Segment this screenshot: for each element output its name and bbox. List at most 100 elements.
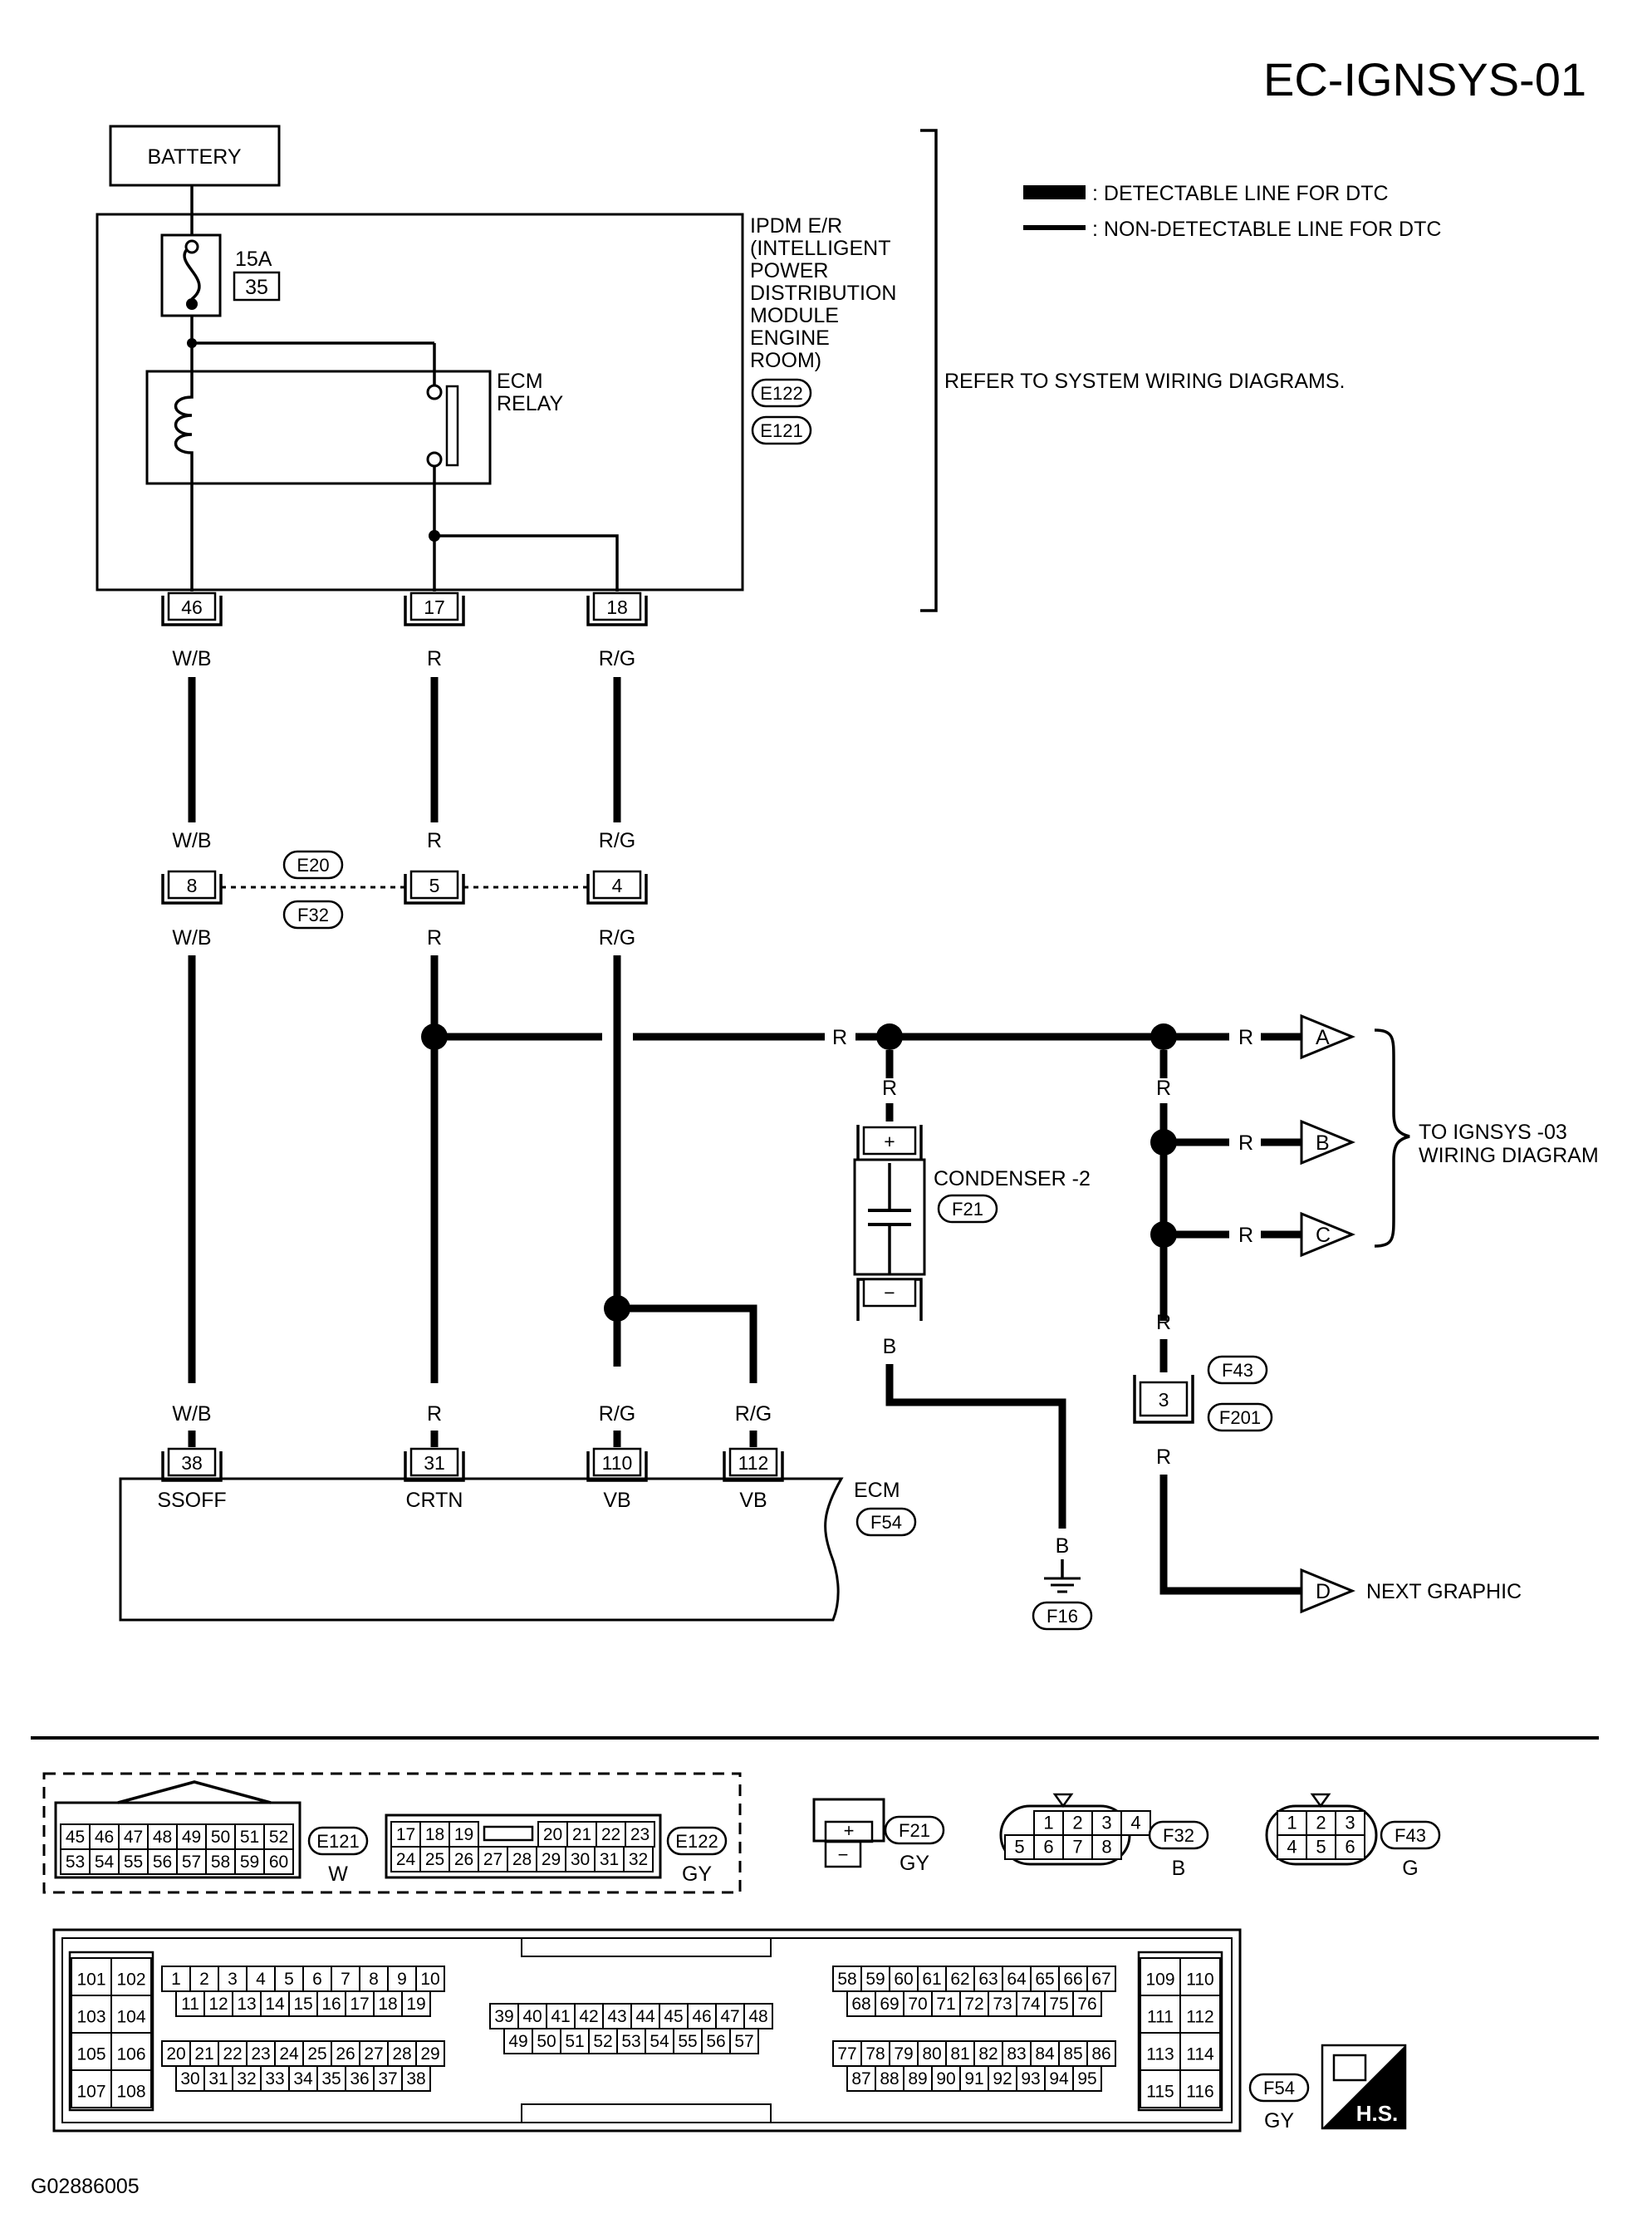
pin-cell	[71, 2069, 112, 2108]
pin-cell	[1179, 2032, 1221, 2071]
pin-number: 116	[1186, 2082, 1213, 2101]
pin-number: 67	[1091, 1970, 1110, 1989]
pin-cell	[594, 1846, 625, 1872]
pin-number: 65	[1035, 1970, 1054, 1989]
pin-number: 70	[908, 1995, 927, 2014]
svg-text:E121: E121	[316, 1831, 359, 1852]
svg-text:−: −	[838, 1844, 849, 1865]
pin-number: 20	[543, 1825, 562, 1844]
ecm-pin-110: 110	[586, 1447, 648, 1482]
pin-number: 95	[1077, 2069, 1096, 2088]
pin-number: 53	[66, 1853, 85, 1872]
pin-number: 5	[1316, 1836, 1326, 1857]
pin-number: 105	[76, 2044, 105, 2064]
pin-number: 5	[284, 1970, 294, 1989]
connector-tag-f201: F201	[1207, 1402, 1273, 1432]
pin-number: 2	[1316, 1812, 1326, 1833]
pin-cell	[832, 2040, 862, 2067]
svg-text:GY: GY	[900, 1852, 929, 1875]
pin-cell	[973, 1966, 1003, 1992]
pin-number: 111	[1147, 2007, 1174, 2026]
wire-color-label: W/B	[172, 829, 211, 852]
pin-number: 48	[153, 1828, 172, 1847]
svg-text:H.S.: H.S.	[1356, 2101, 1399, 2126]
pin-cell	[118, 1848, 149, 1875]
legend-non-detectable: : NON-DETECTABLE LINE FOR DTC	[1092, 218, 1441, 241]
pin-number: 45	[66, 1828, 85, 1847]
ecm-relay: ECM RELAY	[145, 316, 563, 485]
wire-color-label: R	[427, 829, 442, 852]
pin-cell	[390, 1821, 421, 1848]
pin-number: 89	[908, 2069, 927, 2088]
pin-cell	[147, 1823, 178, 1850]
connector-tag-f43-face: F43 G	[1380, 1820, 1441, 1880]
pin-number: 17	[350, 1995, 369, 2014]
pin-number: 63	[978, 1970, 998, 1989]
pin-cell	[1072, 2065, 1102, 2092]
next-graphic-label: NEXT GRAPHIC	[1366, 1580, 1522, 1603]
pin-number: 114	[1186, 2044, 1214, 2064]
pin-cell	[110, 2032, 152, 2071]
ecm-pin-112: 112	[723, 1447, 784, 1482]
pin-cell	[532, 2028, 561, 2054]
pin-number: 102	[116, 1970, 145, 1989]
pin-number: 110	[1186, 1970, 1213, 1989]
wire-color-label: R/G	[735, 1402, 772, 1426]
pin-number: 28	[392, 2044, 411, 2064]
pin-cell	[373, 2065, 403, 2092]
pin-cell	[860, 2040, 890, 2067]
ipdm-pin-46: 46	[161, 591, 223, 626]
pin-number: 56	[706, 2032, 725, 2051]
svg-text:46: 46	[181, 596, 203, 618]
svg-text:DISTRIBUTION: DISTRIBUTION	[750, 282, 896, 305]
pin-cell	[316, 2065, 346, 2092]
pin-number: 18	[425, 1825, 444, 1844]
svg-text:+: +	[844, 1820, 855, 1841]
pin-cell	[623, 1846, 654, 1872]
battery-label: BATTERY	[148, 145, 242, 169]
svg-text:E122: E122	[675, 1831, 718, 1852]
pin-number: 53	[621, 2032, 640, 2051]
pin-cell	[860, 1966, 890, 1992]
pin-number: 51	[565, 2032, 584, 2051]
svg-text:ECM: ECM	[497, 370, 543, 393]
wire-color-label: R	[1156, 1445, 1171, 1469]
svg-text:F54: F54	[1263, 2078, 1295, 2098]
pin-number: 50	[211, 1828, 230, 1847]
hs-badge: H.S.	[1321, 2044, 1407, 2130]
pin-number: 57	[182, 1853, 201, 1872]
pin-number: 34	[293, 2069, 313, 2088]
pin-cell	[1030, 1966, 1060, 1992]
pin-number: 8	[1101, 1836, 1111, 1857]
pin-cell	[1120, 1810, 1151, 1836]
pin-number: 11	[181, 1995, 199, 2014]
wire-color-label: B	[883, 1335, 897, 1358]
pin-cell	[218, 2040, 248, 2067]
pin-number: 83	[1007, 2044, 1026, 2064]
svg-text:MODULE: MODULE	[750, 304, 839, 327]
pin-cell	[246, 1966, 276, 1992]
pin-number: 58	[837, 1970, 856, 1989]
pin-cell	[110, 2069, 152, 2108]
pin-number: 1	[171, 1970, 181, 1989]
pin-number: 27	[364, 2044, 383, 2064]
pin-number: 23	[251, 2044, 270, 2064]
wire-color-label: R/G	[599, 829, 635, 852]
pin-number: 73	[993, 1995, 1012, 2014]
pin-cell	[205, 1848, 236, 1875]
pin-number: 66	[1063, 1970, 1082, 1989]
pin-number: 75	[1049, 1995, 1068, 2014]
pin-number: 71	[936, 1995, 955, 2014]
wire-color-label: R	[427, 1402, 442, 1426]
pin-number: 52	[593, 2032, 612, 2051]
pin-number: 35	[321, 2069, 341, 2088]
pin-number: 8	[369, 1970, 379, 1989]
svg-text:G: G	[1402, 1857, 1418, 1880]
pin-cell	[1091, 1834, 1122, 1860]
svg-text:112: 112	[738, 1452, 769, 1474]
ipdm-pin-18: 18	[586, 591, 648, 626]
pin-number: 44	[635, 2007, 655, 2026]
